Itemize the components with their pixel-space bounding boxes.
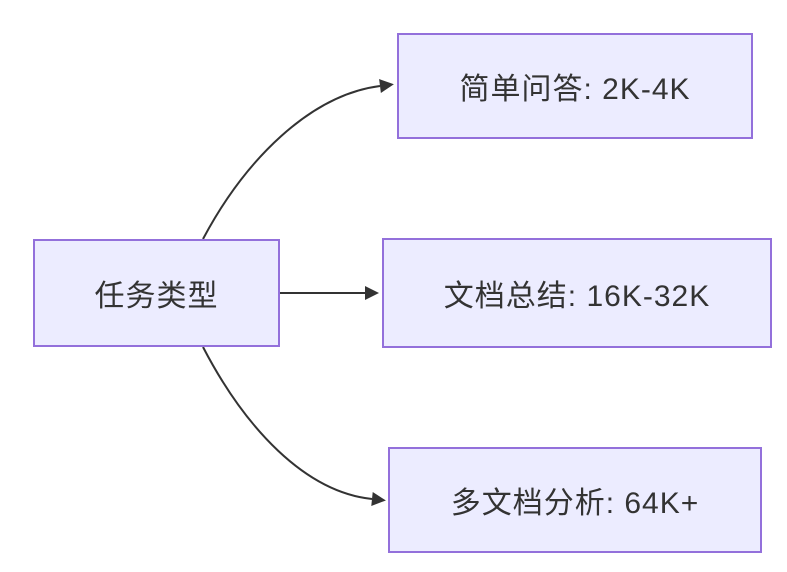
node-multi-doc: 多文档分析: 64K+ bbox=[388, 447, 762, 553]
edge-task-type-to-simple-qa bbox=[202, 79, 394, 240]
node-task-type-label: 任务类型 bbox=[94, 280, 219, 313]
edge-task-type-to-multi-doc bbox=[202, 346, 386, 506]
node-task-type: 任务类型 bbox=[33, 239, 280, 347]
node-doc-summary: 文档总结: 16K-32K bbox=[382, 238, 772, 348]
node-simple-qa: 简单问答: 2K-4K bbox=[397, 33, 753, 139]
node-multi-doc-label: 多文档分析: 64K+ bbox=[450, 487, 700, 520]
node-simple-qa-label: 简单问答: 2K-4K bbox=[459, 73, 691, 106]
node-doc-summary-label: 文档总结: 16K-32K bbox=[443, 280, 711, 313]
